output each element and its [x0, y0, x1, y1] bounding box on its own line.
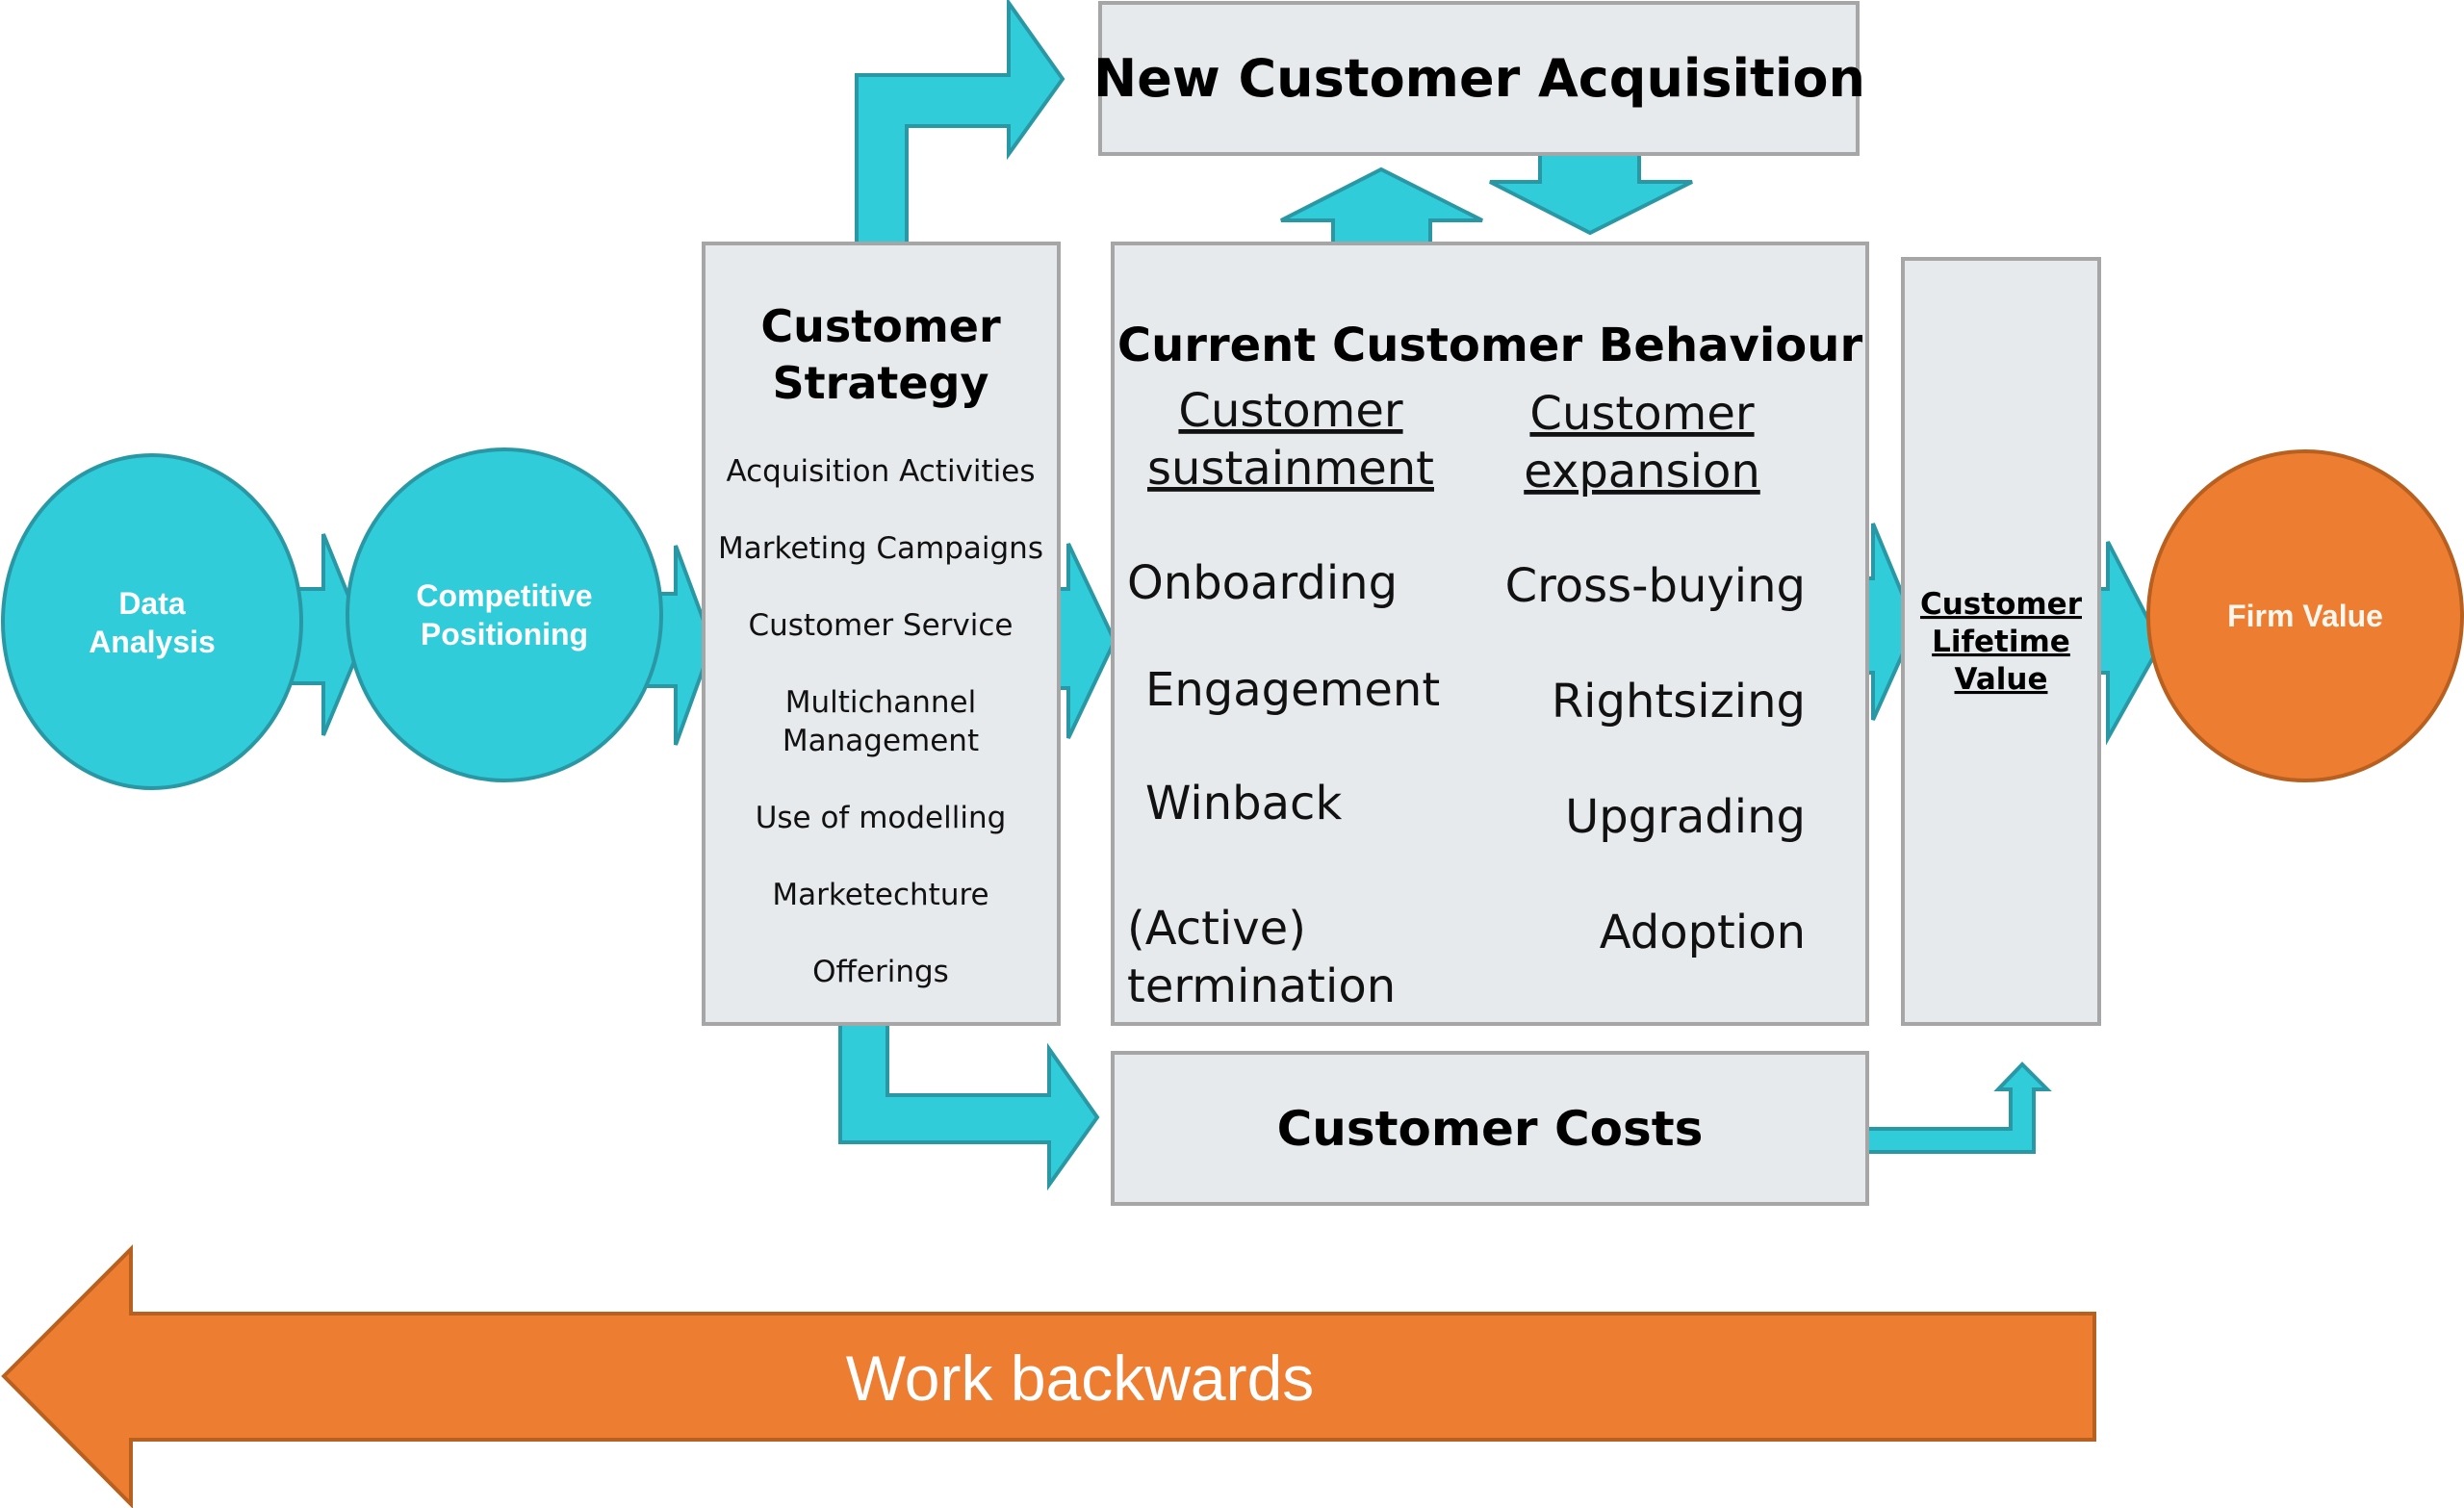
- expansion-item: Upgrading: [1565, 790, 1806, 844]
- work-backwards-label: Work backwards: [846, 1342, 1315, 1414]
- current-customer-behaviour-box: Current Customer Behaviour Customer sust…: [1111, 242, 1869, 1026]
- competitive-positioning-node: Competitive Positioning: [346, 447, 663, 782]
- strategy-item: Multichannel: [785, 685, 976, 720]
- expansion-item: Adoption: [1600, 906, 1806, 959]
- expansion-heading-line1: Customer: [1529, 387, 1754, 441]
- customer-strategy-box: Customer Strategy Acquisition Activities…: [702, 242, 1061, 1026]
- expansion-item: Rightsizing: [1552, 675, 1806, 728]
- competitive-positioning-label-line2: Positioning: [421, 617, 588, 652]
- data-analysis-label-line1: Data: [118, 586, 186, 621]
- customer-strategy-title-line1: Customer: [760, 300, 1001, 352]
- expansion-item: Cross-buying: [1505, 559, 1806, 613]
- customer-strategy-title-line2: Strategy: [773, 357, 989, 409]
- sustainment-item: Winback: [1145, 777, 1342, 831]
- arrow-costs-to-clv: [1865, 1061, 2052, 1154]
- current-customer-behaviour-title: Current Customer Behaviour: [1117, 319, 1863, 372]
- sustainment-heading-line2: sustainment: [1147, 442, 1434, 496]
- data-analysis-node: Data Analysis: [1, 453, 303, 790]
- firm-value-label: Firm Value: [2227, 599, 2383, 633]
- strategy-item: Marketechture: [772, 878, 988, 912]
- current-customer-behaviour-frame: [1111, 242, 1869, 1026]
- customer-lifetime-value-box: Customer Lifetime Value: [1901, 257, 2101, 1026]
- strategy-item: Customer Service: [748, 608, 1013, 643]
- customer-costs-box: Customer Costs: [1111, 1051, 1869, 1206]
- clv-label-line1: Customer: [1920, 587, 2083, 622]
- data-analysis-circle: [1, 453, 303, 790]
- arrow-strategy-to-costs: [838, 1020, 1100, 1191]
- sustainment-item: termination: [1127, 959, 1396, 1013]
- firm-value-node: Firm Value: [2146, 449, 2464, 782]
- clv-label-line2: Lifetime: [1932, 625, 2070, 659]
- strategy-item: Marketing Campaigns: [718, 531, 1043, 566]
- work-backwards-arrow: Work backwards: [1, 1244, 2096, 1508]
- new-customer-acquisition-box: New Customer Acquisition: [1093, 1, 1865, 156]
- clv-label-line3: Value: [1955, 662, 2048, 697]
- customer-costs-title: Customer Costs: [1277, 1101, 1704, 1157]
- sustainment-heading-line1: Customer: [1178, 384, 1402, 438]
- customer-strategy-frame: [702, 242, 1061, 1026]
- strategy-item: Management: [783, 724, 979, 758]
- sustainment-item: (Active): [1127, 902, 1306, 956]
- strategy-item: Offerings: [812, 955, 949, 989]
- new-customer-acquisition-title: New Customer Acquisition: [1093, 48, 1865, 109]
- new-customer-acquisition-frame: [1098, 1, 1860, 156]
- sustainment-item: Onboarding: [1127, 556, 1398, 610]
- customer-costs-frame: [1111, 1051, 1869, 1206]
- competitive-positioning-label-line1: Competitive: [416, 578, 592, 613]
- sustainment-item: Engagement: [1145, 663, 1440, 717]
- strategy-item: Acquisition Activities: [726, 454, 1035, 489]
- work-backwards-arrow-shape: [1, 1244, 2096, 1508]
- arrow-strategy-to-acquisition: [855, 0, 1065, 247]
- data-analysis-label-line2: Analysis: [89, 625, 216, 659]
- firm-value-circle: [2146, 449, 2464, 782]
- competitive-positioning-circle: [346, 447, 663, 782]
- arrow-behaviour-to-acquisition: [1280, 166, 1483, 247]
- strategy-item: Use of modelling: [756, 801, 1007, 835]
- expansion-heading-line2: expansion: [1524, 445, 1760, 498]
- arrow-acquisition-to-behaviour: [1489, 150, 1693, 236]
- customer-lifetime-value-frame: [1901, 257, 2101, 1026]
